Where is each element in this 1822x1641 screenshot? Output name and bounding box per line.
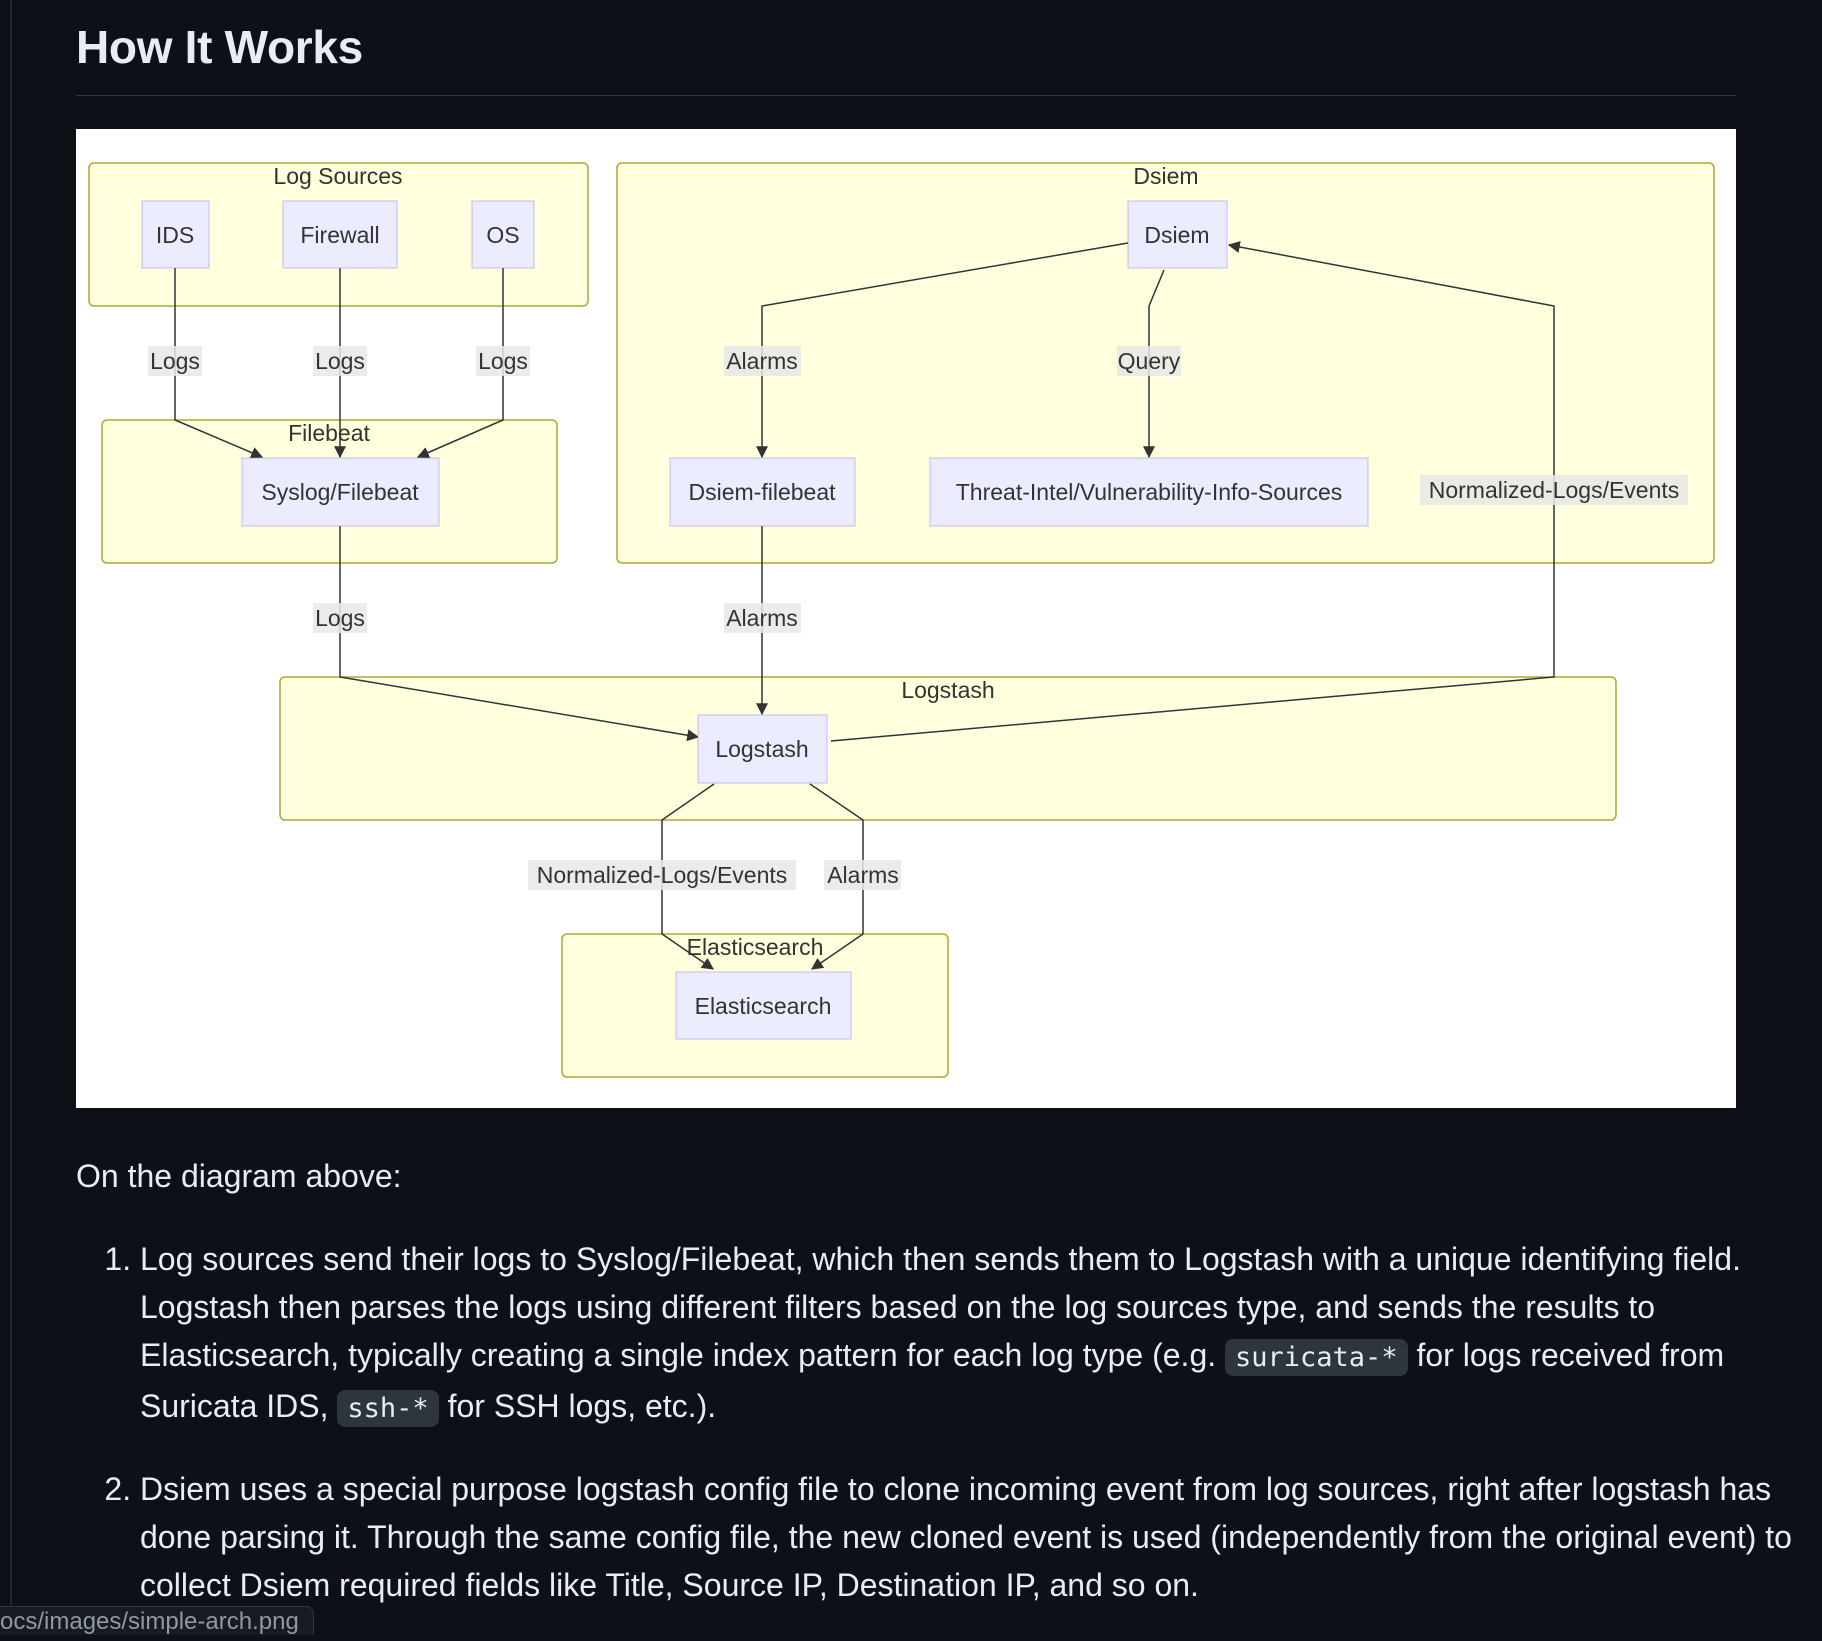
edge-label-filebeat-alarms: Alarms [726, 605, 798, 631]
edge-label-syslog-logs: Logs [315, 605, 365, 631]
node-label-dsiem-filebeat: Dsiem-filebeat [689, 479, 837, 505]
step1-text-c: for SSH logs, etc.). [438, 1388, 717, 1424]
edge-label-dsiem-alarms: Alarms [726, 348, 798, 374]
edge-label-alarms-to-es: Alarms [827, 862, 899, 888]
architecture-diagram: Log Sources Filebeat Dsiem Logstash Elas… [88, 162, 1715, 1078]
node-label-os: OS [486, 222, 519, 248]
edge-label-dsiem-query: Query [1118, 348, 1181, 374]
group-title-logstash: Logstash [901, 677, 994, 703]
node-label-ids: IDS [156, 222, 194, 248]
edge-label-normalized-to-dsiem: Normalized-Logs/Events [1429, 477, 1680, 503]
list-item: Log sources send their logs to Syslog/Fi… [140, 1235, 1800, 1433]
edge-label-normalized-to-es: Normalized-Logs/Events [537, 862, 788, 888]
node-dsiem [1127, 200, 1228, 269]
node-threat-intel [929, 457, 1369, 527]
group-title-dsiem: Dsiem [1133, 163, 1198, 189]
node-label-firewall: Firewall [300, 222, 379, 248]
architecture-diagram-image[interactable]: Log Sources Filebeat Dsiem Logstash Elas… [76, 129, 1736, 1108]
node-elasticsearch [675, 971, 852, 1040]
edge-label-os-logs: Logs [478, 348, 528, 374]
diagram-intro-text: On the diagram above: [76, 1158, 402, 1194]
node-logstash [697, 714, 828, 784]
inline-code-suricata: suricata-* [1225, 1339, 1408, 1376]
status-url-text: ocs/images/simple-arch.png [0, 1608, 299, 1635]
node-firewall [282, 200, 398, 269]
node-label-dsiem: Dsiem [1144, 222, 1209, 248]
group-logstash [279, 676, 1617, 821]
steps-list: Log sources send their logs to Syslog/Fi… [76, 1235, 1800, 1641]
heading-divider [76, 95, 1736, 96]
inline-code-ssh: ssh-* [337, 1390, 439, 1427]
node-syslog-filebeat [241, 457, 440, 527]
step1-text-b: for logs received from Suricata IDS, [140, 1337, 1725, 1424]
list-item: Dsiem uses a special purpose logstash co… [140, 1465, 1800, 1609]
section-heading: How It Works [76, 21, 363, 73]
group-title-log-sources: Log Sources [273, 163, 402, 189]
step1-text-a: Log sources send their logs to Syslog/Fi… [140, 1241, 1741, 1373]
node-label-elasticsearch: Elasticsearch [695, 993, 832, 1019]
node-ids [141, 200, 210, 269]
node-label-logstash: Logstash [715, 736, 808, 762]
node-label-threat-intel: Threat-Intel/Vulnerability-Info-Sources [956, 479, 1343, 505]
status-bar-link-url: ocs/images/simple-arch.png [0, 1606, 314, 1635]
edge-label-firewall-logs: Logs [315, 348, 365, 374]
group-title-elasticsearch: Elasticsearch [687, 934, 824, 960]
left-border [10, 0, 12, 1634]
node-label-syslog-filebeat: Syslog/Filebeat [261, 479, 419, 505]
node-dsiem-filebeat [669, 457, 856, 527]
node-os [471, 200, 535, 269]
step2-text: Dsiem uses a special purpose logstash co… [140, 1471, 1792, 1603]
edge-label-ids-logs: Logs [150, 348, 200, 374]
group-title-filebeat: Filebeat [288, 420, 370, 446]
